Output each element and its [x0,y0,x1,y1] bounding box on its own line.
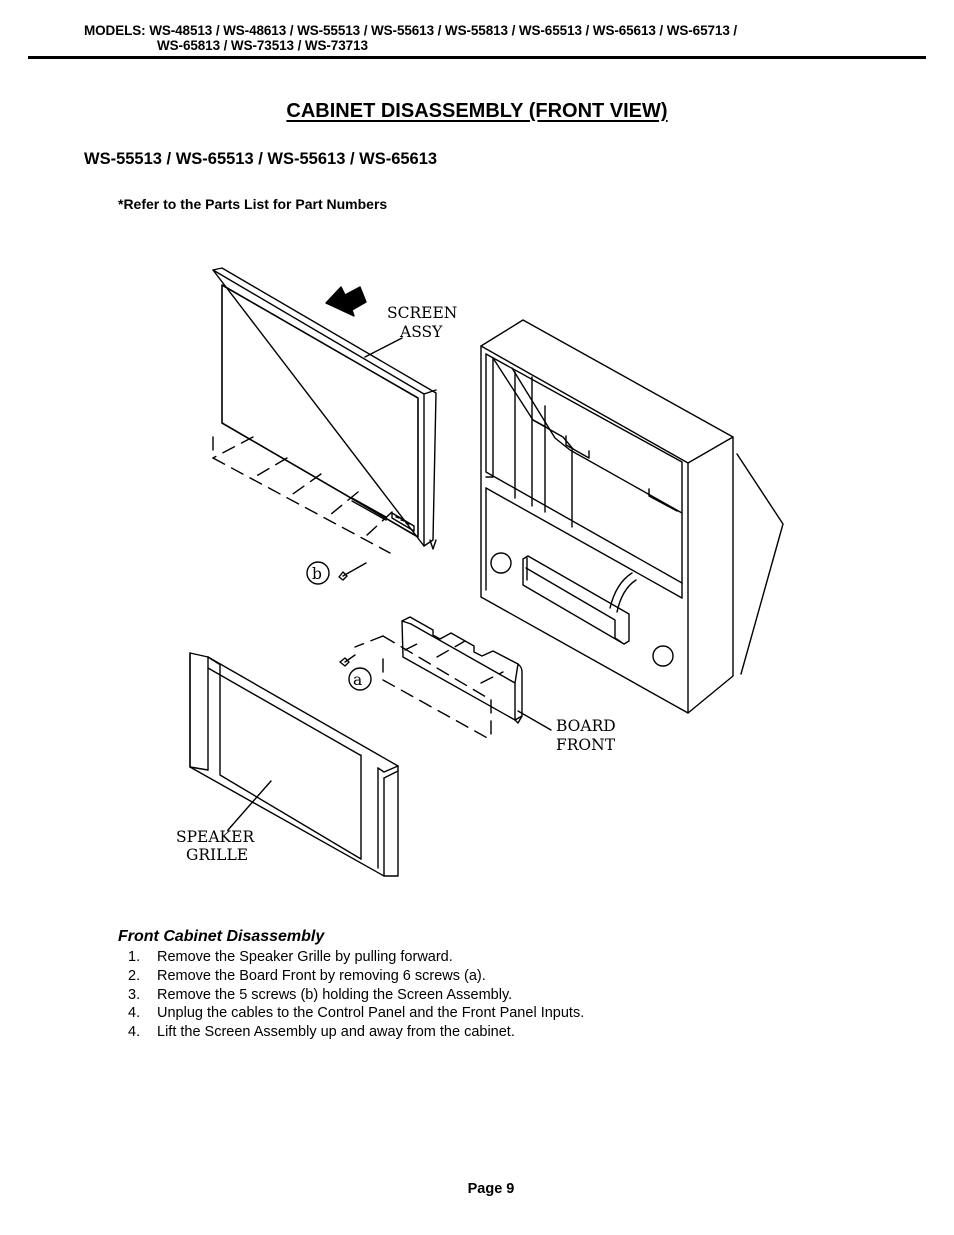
board-front-label-2: FRONT [556,736,616,754]
page-number: Page 9 [467,1181,515,1197]
board-front-label: BOARD [556,717,616,735]
instruction-step: 3.Remove the 5 screws (b) holding the Sc… [128,986,513,1003]
instruction-step: 4.Unplug the cables to the Control Panel… [128,1005,585,1022]
speaker-grille [189,652,399,877]
instruction-step: 4.Lift the Screen Assembly up and away f… [128,1024,515,1041]
lift-arrow-icon [325,286,367,317]
screen-b-letter: b [312,565,322,583]
speaker-grille-label: SPEAKER [176,828,255,846]
instruction-step: 2.Remove the Board Front by removing 6 s… [128,967,486,984]
speaker-grille-label-2: GRILLE [186,846,248,864]
screen-assy-label-2: ASSY [399,323,443,341]
instruction-step: 1.Remove the Speaker Grille by pulling f… [128,949,453,965]
models-line-1: MODELS: WS-48513 / WS-48613 / WS-55513 /… [84,23,738,38]
screen-assembly [212,267,437,550]
screw-a-letter: a [353,671,362,689]
screw-a-icon [339,654,372,691]
instructions-title: Front Cabinet Disassembly [118,928,325,945]
header-rule [28,56,926,59]
models-line-2: WS-65813 / WS-73513 / WS-73713 [157,38,368,53]
screen-guide-lines [212,436,393,554]
cabinet [480,319,784,714]
instruction-steps: 1.Remove the Speaker Grille by pulling f… [128,948,584,1042]
screw-b-icon [306,561,367,585]
screen-assy-label: SCREEN [387,304,457,322]
board-front [401,616,523,724]
page-title: CABINET DISASSEMBLY (FRONT VIEW) [286,100,668,122]
parts-note: *Refer to the Parts List for Part Number… [118,196,388,212]
model-subtitle: WS-55513 / WS-65513 / WS-55613 / WS-6561… [84,150,438,168]
board-guide-lines [354,635,504,741]
models-header: MODELS: WS-48513 / WS-48613 / WS-55513 /… [84,23,737,53]
